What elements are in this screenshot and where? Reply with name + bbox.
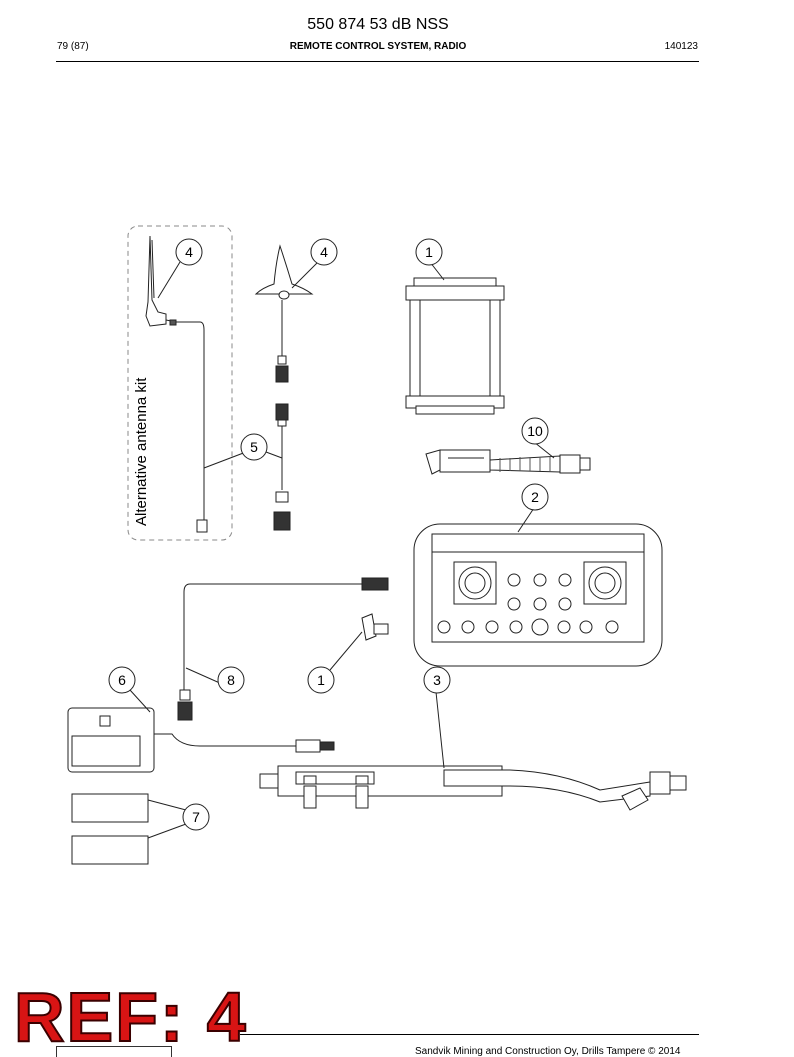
whip-antenna bbox=[145, 235, 208, 533]
callout-4a: 4 bbox=[175, 238, 203, 266]
svg-text:10: 10 bbox=[527, 423, 543, 439]
callout-1a: 1 bbox=[415, 238, 443, 266]
callout-6: 6 bbox=[108, 666, 136, 694]
callout-1b: 1 bbox=[307, 666, 335, 694]
svg-text:6: 6 bbox=[118, 672, 126, 688]
footer-rule bbox=[240, 1034, 699, 1035]
date-code: 140123 bbox=[664, 41, 698, 52]
small-connector bbox=[361, 613, 389, 641]
svg-text:4: 4 bbox=[185, 244, 193, 260]
callout-5: 5 bbox=[240, 433, 268, 461]
callout-8: 8 bbox=[217, 666, 245, 694]
kit-label: Alternative antenna kit bbox=[133, 377, 150, 526]
control-panel bbox=[413, 523, 663, 667]
svg-text:5: 5 bbox=[250, 439, 258, 455]
shark-fin-antenna bbox=[254, 244, 314, 531]
svg-text:8: 8 bbox=[227, 672, 235, 688]
header-rule bbox=[56, 61, 699, 62]
batteries bbox=[71, 793, 149, 865]
callout-2: 2 bbox=[521, 483, 549, 511]
svg-text:7: 7 bbox=[192, 809, 200, 825]
callout-10: 10 bbox=[521, 417, 549, 445]
callout-7: 7 bbox=[182, 803, 210, 831]
callout-4b: 4 bbox=[310, 238, 338, 266]
belt-harness bbox=[259, 765, 687, 811]
connection-cable bbox=[177, 577, 389, 721]
ref-stamp: REF: 4 bbox=[13, 978, 248, 1056]
callout-3: 3 bbox=[423, 666, 451, 694]
footer-copyright: Sandvik Mining and Construction Oy, Dril… bbox=[415, 1046, 681, 1057]
svg-text:3: 3 bbox=[433, 672, 441, 688]
footer-logo bbox=[56, 1046, 172, 1057]
svg-text:4: 4 bbox=[320, 244, 328, 260]
document-number: 550 874 53 dB NSS bbox=[307, 16, 449, 33]
cable-harness bbox=[425, 449, 591, 475]
radio-module bbox=[405, 277, 505, 415]
charger bbox=[67, 707, 335, 773]
page-number: 79 (87) bbox=[57, 41, 89, 52]
svg-text:1: 1 bbox=[317, 672, 325, 688]
svg-text:2: 2 bbox=[531, 489, 539, 505]
leader-lines bbox=[129, 261, 555, 839]
section-title: REMOTE CONTROL SYSTEM, RADIO bbox=[289, 41, 467, 52]
svg-text:1: 1 bbox=[425, 244, 433, 260]
alternative-antenna-kit-group bbox=[127, 225, 233, 541]
